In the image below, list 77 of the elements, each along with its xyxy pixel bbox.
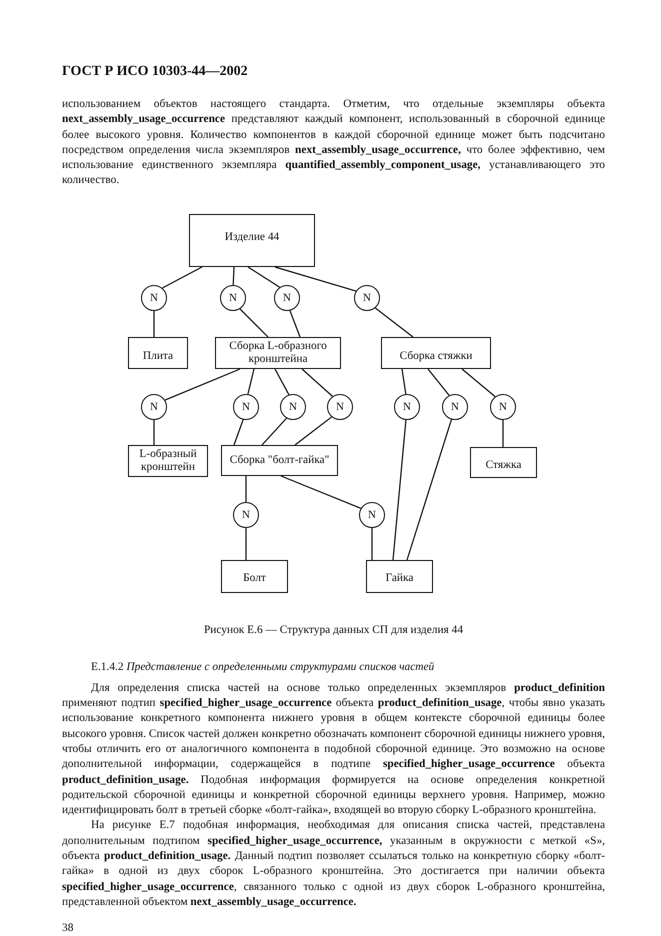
component-box [366,560,433,593]
connector-line [502,420,504,447]
node-label: N [403,400,411,413]
node-label: N [242,400,250,413]
circle-node [394,394,420,420]
node-label: N [242,508,250,521]
node-label: N [363,292,371,304]
connector-line [162,266,202,288]
circle-node [442,394,468,420]
component-box [381,336,491,369]
connector-line [371,528,373,560]
component-box [221,444,338,476]
body-paragraph: На рисунке Е.7 подобная информация, необходимая для описания списка частей, представлена дополнительным подтипом specified_higher_usage_occurrence, указанным в окружности с меткой «S», объекта product_definition_usage. Данный подтип позволяет ссылаться только на конкретную сборку «болт-гайка» в одной из двух сборок L-образного кронштейна. Это достигается при наличии объекта specified_higher_usage_occurrence, связанного только с одной из двух сборок L-образного кронштейна, представленной объектом next_assembly_usage_occurrence. [62,818,605,910]
body-paragraph: использованием объектов настоящего стандарта. Отметим, что отдельные экземпляры объекта next_assembly_usage_occurrence представляют каждый компонент, использованный в сборочной единице более высокого уровня. Количество компонентов в каждой сборочной единице может быть подсчитано посредством определения числа экземпляров next_assembly_usage_occurrence, что более эффективно, чем использование единственного экземпляра quantified_assembly_component_usage, устанавливающего это количество. [62,97,605,188]
circle-node [359,502,385,528]
section-heading: Е.1.4.2 Представление с определенными структурами списков частей [91,660,436,675]
component-box [128,336,188,369]
connector-line [428,368,450,396]
figure-caption: Рисунок Е.6 — Структура данных СП для изделия 44 [202,624,464,636]
connector-line [164,368,240,400]
connector-line [232,266,235,285]
connector-line [245,528,247,560]
body-paragraph: Для определения списка частей на основе только определенных экземпляров product_definition применяют подтип specified_higher_usage_occurrence объекта product_definition_usage, чтобы явно указать использование конкретного компонента нижнего уровня в общем контексте сборочной единицы более высокого уровня. Список частей должен конкретно обозначать компонент сборочной единицы нижнего уровня, чтобы отличить его от аналогичного компонента в подобной сборочной единице. Это возможно на основе дополнительной информации, содержащейся в подтипе specified_higher_usage_occurrence объекта product_definition_usage. Подобная информация формируется на основе определения конкретной родительской сборочной единицы и конкретной сборочной единицы верхнего уровня. Например, можно идентифицировать болт в третьей сборке «болт-гайка», входящей во вторую сборку L-образного кронштейна. [62,680,605,818]
circle-node [280,394,306,420]
document-header: ГОСТ Р ИСО 10303-44—2002 [62,64,249,80]
component-box [128,444,208,477]
node-label: Плита [142,350,174,362]
node-label: Болт [243,572,266,584]
node-label: N [451,400,459,413]
connector-line [289,310,301,337]
component-box [221,560,288,593]
connector-line [274,266,356,292]
node-label: N [499,400,507,413]
node-label: N [289,400,297,413]
connector-line [262,418,287,446]
node-label: N [368,508,376,521]
node-label: N [150,400,158,413]
component-box [189,214,315,267]
circle-node [490,394,516,420]
connector-line [153,310,155,337]
circle-node [327,394,353,420]
circle-node [233,394,259,420]
connector-line [280,475,362,509]
connector-line [392,420,407,560]
connector-line [153,420,155,445]
circle-node [141,394,167,420]
circle-node [233,502,259,528]
node-label: Сборка стяжки [400,350,472,362]
connector-line [247,368,255,394]
node-label: Изделие 44 [224,230,280,243]
node-label: Гайка [386,572,414,584]
circle-node [220,284,246,311]
node-label: Стяжка [486,458,522,471]
node-label: Сборка L-образного кронштейна [229,340,327,365]
circle-node [141,284,167,311]
connector-line [406,419,452,560]
connector-line [233,419,244,445]
circle-node [354,284,380,311]
node-label: N [150,292,158,304]
connector-line [374,307,414,338]
connector-line [462,368,496,397]
connector-line [401,368,406,394]
connector-line [248,266,280,288]
node-label: Сборка "болт-гайка" [230,454,330,466]
component-box [215,336,341,369]
connector-line [294,416,332,446]
connector-line [274,368,290,395]
node-label: N [229,292,237,304]
connector-line [302,368,333,397]
node-label: L-образный кронштейн [139,448,197,473]
connector-line [240,308,268,338]
circle-node [274,284,300,311]
node-label: N [283,292,291,304]
connector-line [245,476,247,502]
page-number: 38 [62,922,74,934]
node-label: N [336,400,344,413]
component-box [470,446,537,478]
